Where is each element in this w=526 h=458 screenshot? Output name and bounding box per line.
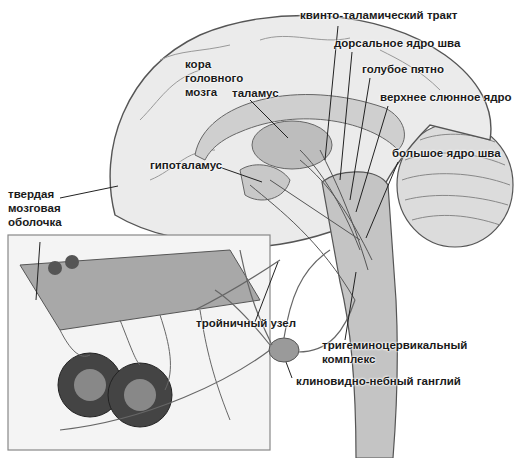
brainstem: [322, 172, 397, 458]
part-label: таламус: [232, 86, 279, 100]
part-label: гипоталамус: [150, 158, 222, 172]
part-label: квинто-таламический тракт: [300, 8, 457, 22]
part-label: твердая мозговая оболочка: [8, 187, 78, 229]
part-label: тройничный узел: [196, 316, 296, 330]
part-label: клиновидно-небный ганглий: [296, 374, 461, 388]
part-label: голубое пятно: [362, 62, 444, 76]
leader-lines: [36, 26, 398, 378]
thalamus-shape: [252, 121, 332, 169]
part-label: дорсальное ядро шва: [334, 36, 460, 50]
cerebral-cortex: [110, 15, 491, 247]
inset: [8, 235, 270, 450]
part-label: верхнее слюнное ядро: [380, 90, 512, 104]
part-label: тригеминоцервикальный комплекс: [322, 338, 472, 366]
hypothalamus-shape: [240, 165, 290, 200]
ganglion-shape: [269, 338, 299, 362]
part-label: большое ядро шва: [392, 146, 501, 160]
nerves: [60, 250, 355, 430]
